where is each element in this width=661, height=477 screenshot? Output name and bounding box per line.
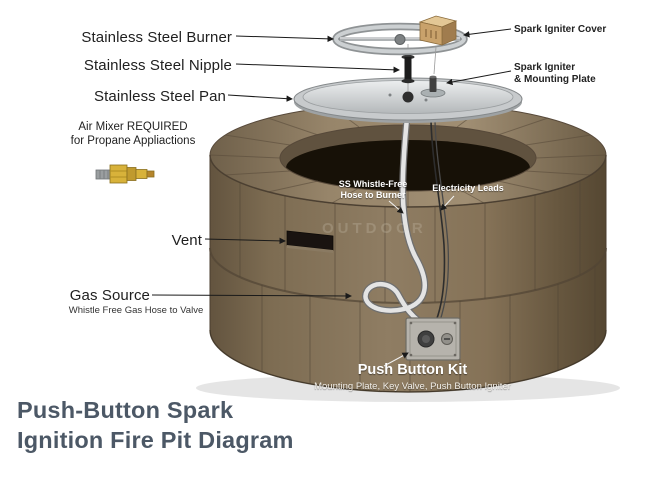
label-spark-igniter-line1: Spark Igniter (514, 62, 576, 73)
electricity-wires (429, 97, 450, 322)
pointer-hose (388, 200, 404, 214)
pointer-nipple (235, 63, 400, 74)
stone-joints-upper (239, 181, 581, 302)
page-title-line1: Push-Button Spark (17, 397, 234, 423)
label-gas-source: Gas Source (69, 287, 150, 304)
label-burner: Stainless Steel Burner (81, 29, 232, 46)
steel-pan (293, 75, 523, 123)
label-spark-igniter-line2: & Mounting Plate (514, 73, 596, 85)
pointer-pan (227, 94, 293, 102)
base-edge (209, 329, 607, 393)
watermark: OUTDOOR (322, 220, 427, 237)
air-mixer-icon (95, 164, 155, 184)
label-vent: Vent (171, 232, 202, 249)
pointer-lines (151, 28, 512, 367)
page-title-line2: Ignition Fire Pit Diagram (17, 427, 294, 453)
label-gas-source-sub: Whistle Free Gas Hose to Valve (68, 305, 204, 316)
pan-center-fitting (402, 91, 414, 103)
pointer-kit (383, 352, 409, 367)
vent-slot (286, 230, 334, 253)
pointer-gas-source (151, 292, 352, 300)
label-air-mixer: Air Mixer REQUIRED for Propane Appliacti… (38, 120, 228, 148)
label-air-mixer-line1: Air Mixer REQUIRED (78, 121, 188, 133)
spark-igniter-cover-box (418, 15, 458, 75)
pointer-burner (235, 35, 334, 43)
page-title: Push-Button Spark Ignition Fire Pit Diag… (17, 395, 294, 455)
label-hose: SS Whistle-Free Hose to Burner (332, 179, 414, 200)
pointer-spark-igniter (446, 70, 512, 86)
label-nipple: Stainless Steel Nipple (83, 57, 232, 74)
label-push-button-kit: Push Button Kit (357, 362, 468, 378)
mortar-line (209, 247, 607, 304)
label-spark-igniter: Spark Igniter & Mounting Plate (514, 62, 644, 85)
pit-interior (279, 124, 537, 196)
label-push-button-kit-sub: Mounting Plate, Key Valve, Push Button I… (314, 381, 511, 392)
push-button-kit-box (405, 317, 461, 361)
pointer-leads (440, 195, 455, 211)
pointer-igniter-cover (463, 28, 512, 38)
gas-hose (362, 114, 434, 331)
label-pan: Stainless Steel Pan (94, 88, 226, 105)
label-air-mixer-line2: for Propane Appliactions (70, 135, 196, 147)
pointer-vent (204, 237, 286, 245)
nipple (401, 44, 415, 92)
rim-front-edge (209, 154, 607, 208)
stone-top-ring (209, 102, 607, 208)
label-hose-line1: SS Whistle-Free (338, 179, 408, 189)
label-electricity-leads: Electricity Leads (432, 183, 504, 193)
label-spark-igniter-cover: Spark Igniter Cover (514, 24, 607, 35)
spark-igniter-plate (420, 75, 446, 98)
fire-pit-stone-body (209, 154, 607, 393)
label-hose-line2: Hose to Burner (340, 189, 406, 200)
